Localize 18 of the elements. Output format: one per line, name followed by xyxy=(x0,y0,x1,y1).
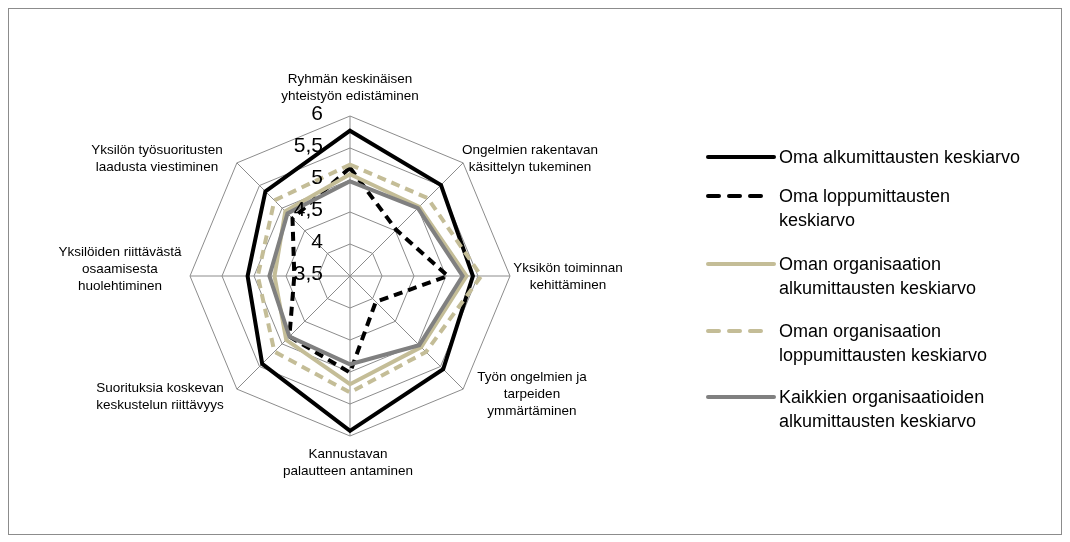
legend-label: Oma alkumittausten keskiarvo xyxy=(779,146,1022,169)
tick-label: 4 xyxy=(310,230,323,252)
tick-label: 3,5 xyxy=(292,262,323,284)
legend-label: Oman organisaation alkumittausten keskiarvo xyxy=(779,253,978,300)
axis-label: Työn ongelmien ja tarpeiden ymmärtäminen xyxy=(476,368,588,419)
tick-label: 6 xyxy=(311,102,323,124)
axis-label: Yksilöiden riittävästä osaamisesta huolehtiminen xyxy=(57,243,183,294)
axis-label: Suorituksia koskevan keskustelun riittävyys xyxy=(95,379,225,413)
axis-label: Kannustavan palautteen antaminen xyxy=(282,445,414,479)
axis-label: Yksilön työsuoritusten laadusta viestiminen xyxy=(90,141,224,175)
legend-label: Oman organisaation loppumittausten keskiarvo xyxy=(779,320,989,367)
axis-label: Yksikön toiminnan kehittäminen xyxy=(512,259,624,293)
legend-label: Oma loppumittausten keskiarvo xyxy=(779,185,952,232)
axis-label: Ongelmien rakentavan käsittelyn tukeminen xyxy=(461,141,599,175)
tick-label: 5,5 xyxy=(292,134,323,156)
tick-label: 5 xyxy=(310,166,323,188)
legend-label: Kaikkien organisaatioiden alkumittausten keskiarvo xyxy=(779,386,986,433)
axis-label: Ryhmän keskinäisen yhteistyön edistäminen xyxy=(280,70,420,104)
